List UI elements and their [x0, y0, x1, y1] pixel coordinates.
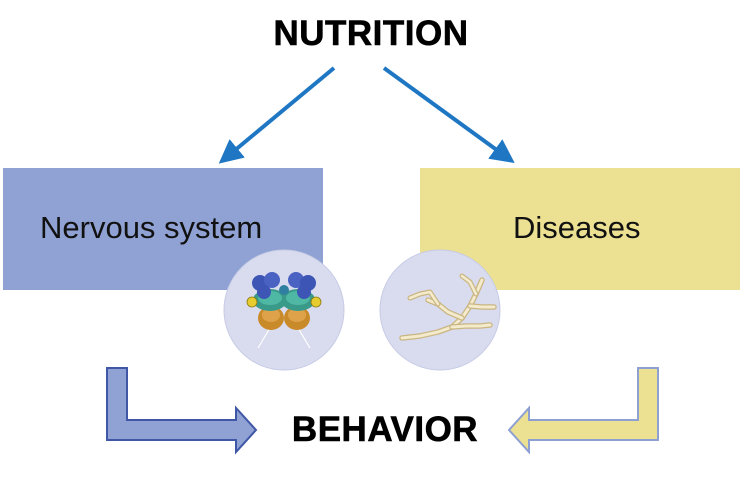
brain-circle	[223, 249, 345, 371]
nervous-system-to-behavior-arrow	[106, 367, 258, 455]
fungal-hyphae-icon	[399, 273, 497, 341]
behavior-title: BEHAVIOR	[291, 410, 479, 450]
nervous-system-label: Nervous system	[40, 210, 263, 245]
hyphae-circle	[379, 249, 501, 371]
nutrition-title: NUTRITION	[273, 14, 469, 54]
diseases-to-behavior-arrow	[507, 367, 659, 455]
arrow-nutrition-to-diseases	[382, 66, 515, 164]
brain-illustration-icon	[246, 272, 322, 349]
diseases-label: Diseases	[513, 210, 641, 245]
arrow-nutrition-to-nervous-system	[218, 66, 336, 164]
